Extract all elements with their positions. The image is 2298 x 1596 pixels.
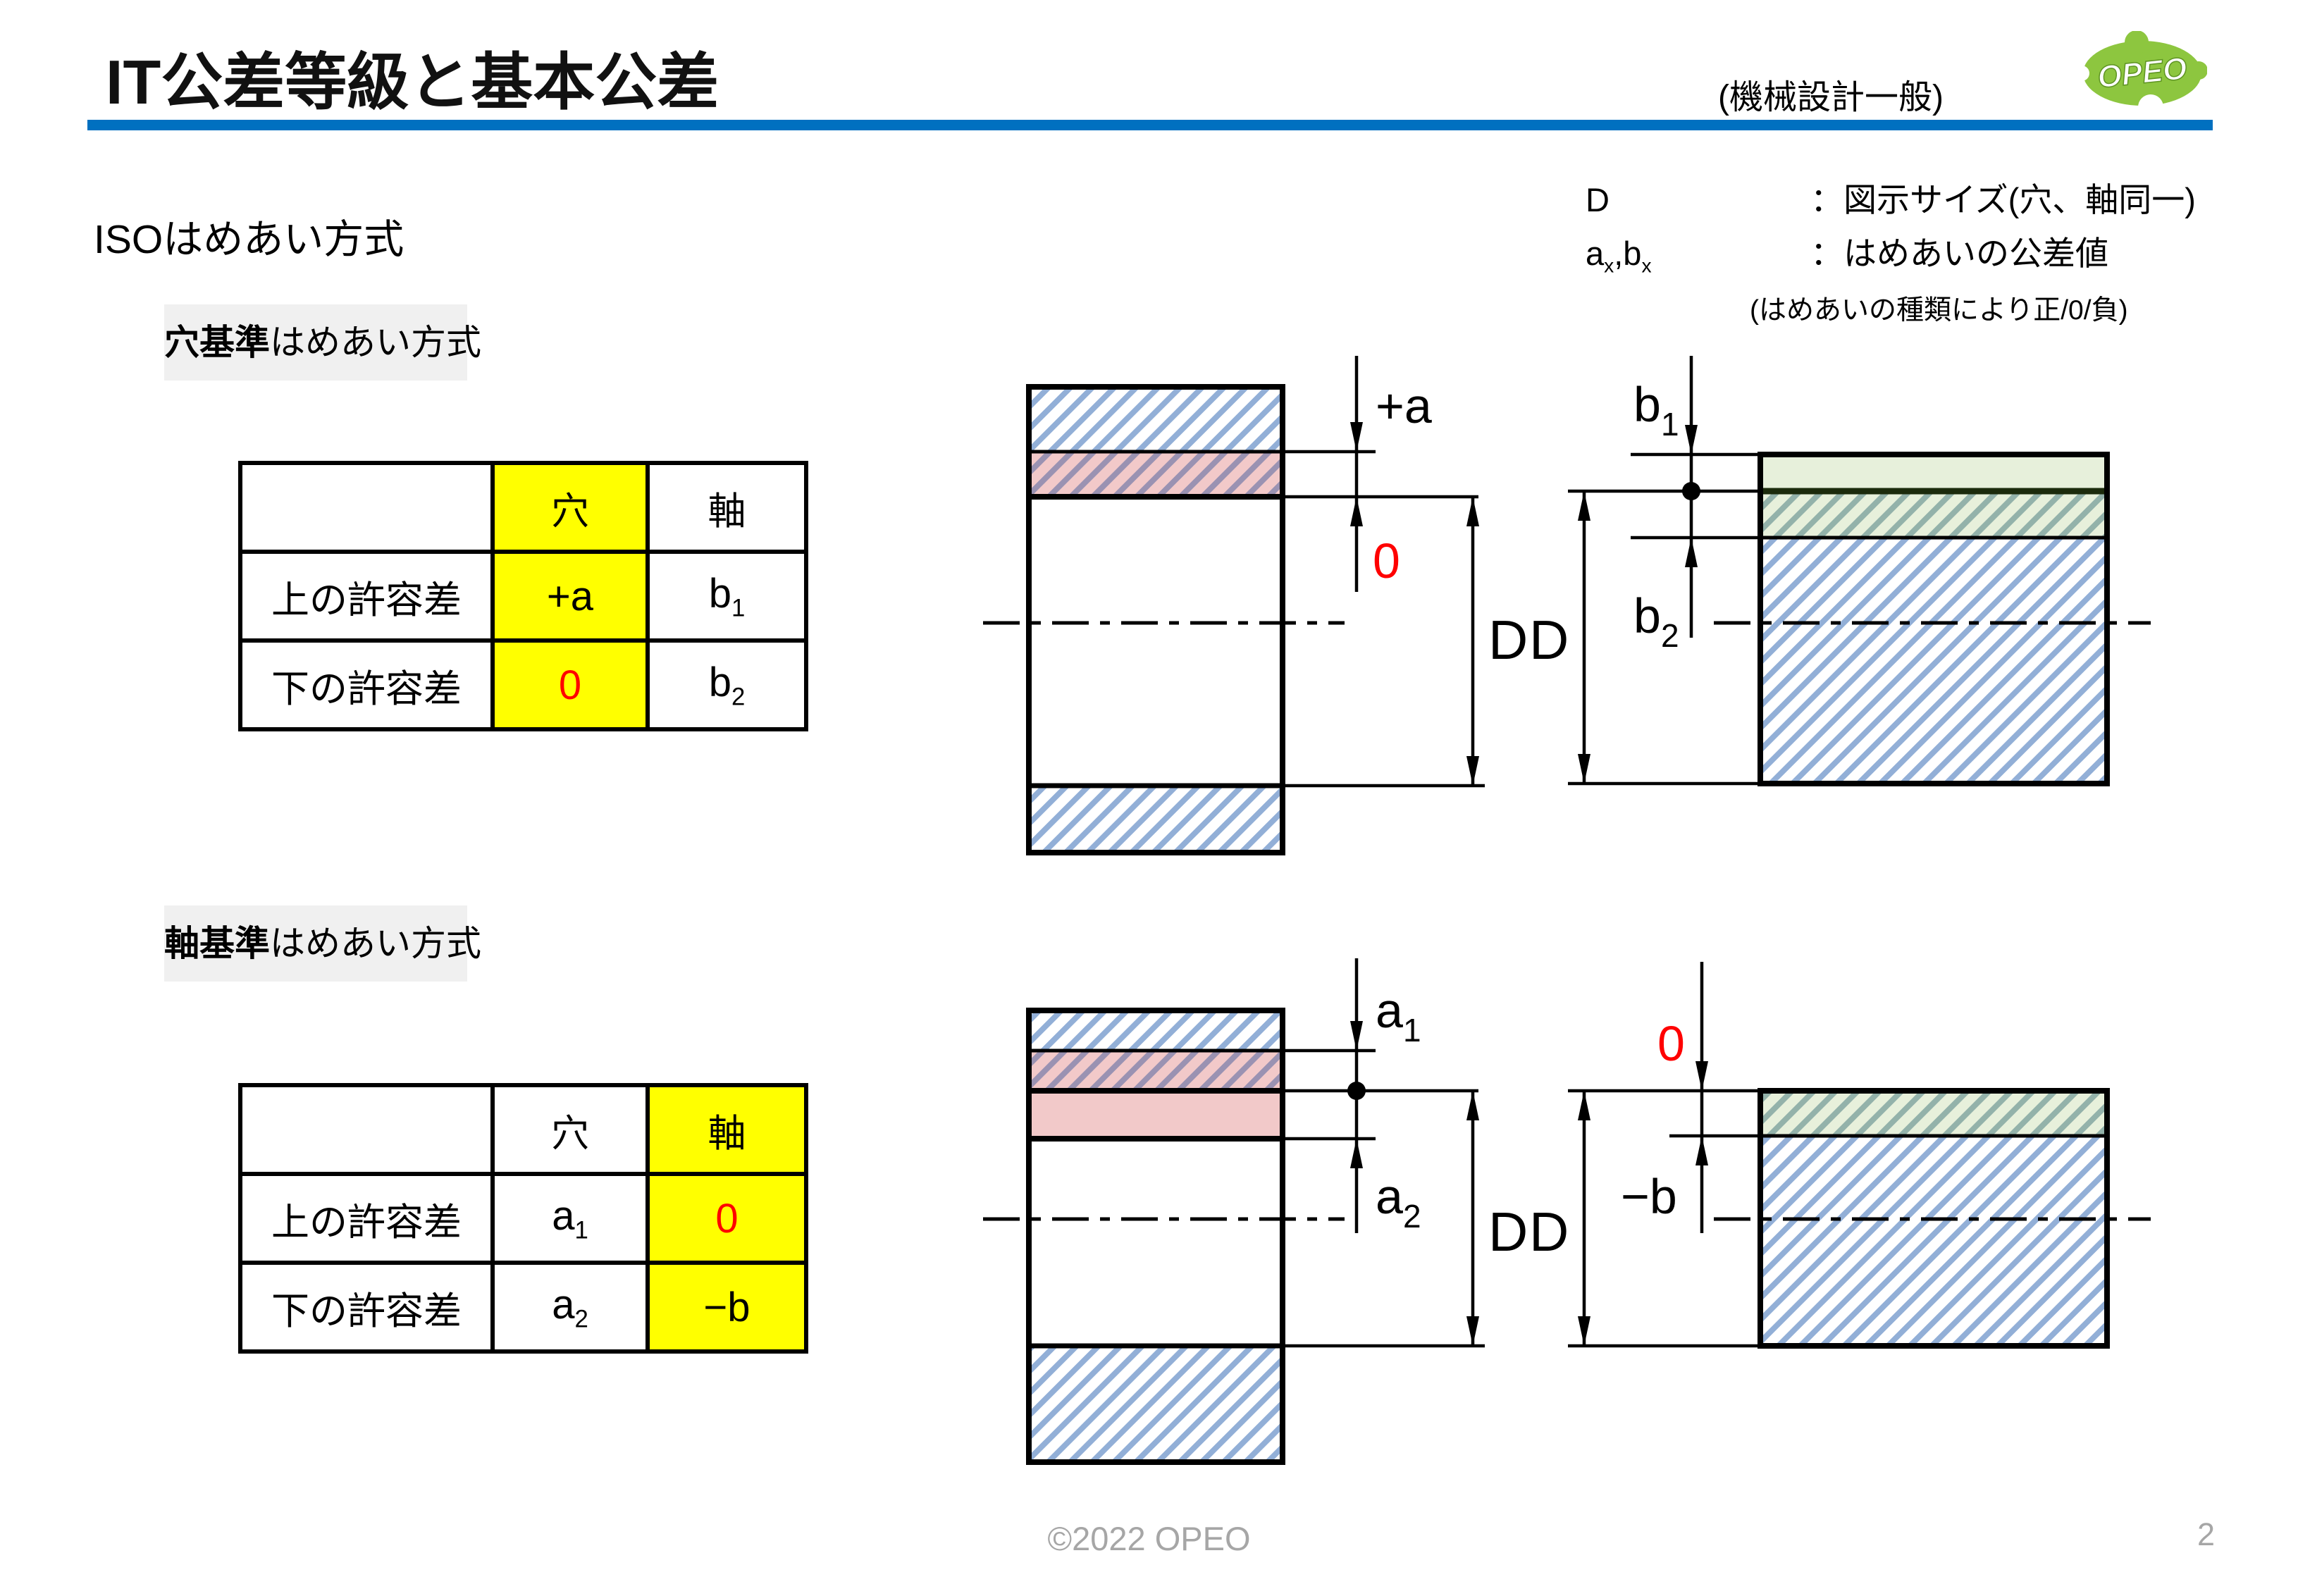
table-cell-upper-hole: +a [490,550,650,643]
shaft-b1-zone [1760,454,2107,491]
label-d: D [1488,609,1528,671]
shaft-tolerance-zone [1760,1091,2107,1136]
table-header-cell [238,1083,495,1176]
hole-basis-hole-diagram: +a 0 D [983,356,1528,855]
table-cell-row-name: 上の許容差 [238,1172,495,1265]
table-row: 穴 軸 [238,1083,808,1176]
arrowhead [1685,538,1698,567]
label-d: D [1529,1201,1569,1263]
table-cell-row-name: 上の許容差 [238,550,495,643]
legend-row-d: D ：図示サイズ(穴、軸同一) [1586,173,2196,227]
hole-basis-shaft-diagram: b1 b2 D [1529,356,2151,786]
table-cell-lower-hole: 0 [490,638,650,731]
arrowhead [1695,1136,1708,1165]
arrowhead [1350,1021,1363,1051]
logo-puzzle-tab-right [2189,61,2207,80]
hole-basis-label: 穴基準はめあい方式 [164,304,481,381]
shaft-basis-table: 穴 軸 上の許容差 a1 0 下の許容差 a2 −b [238,1083,808,1354]
table-row: 上の許容差 +a b1 [238,550,808,643]
table-header-cell-shaft: 軸 [645,1083,808,1176]
arrowhead [1578,754,1590,784]
label-d: D [1529,609,1569,671]
logo-puzzle-notch-bottom [2138,94,2163,110]
label-minus-b: −b [1621,1169,1677,1224]
nominal-dot [1682,482,1700,500]
hole-basis-table: 穴 軸 上の許容差 +a b1 下の許容差 0 b2 [238,461,808,731]
arrowhead [1685,425,1698,454]
legend-desc: ：はめあいの公差値 [1810,235,2108,272]
table-cell-lower-shaft: −b [645,1261,808,1354]
shaft-basis-label-rest: はめあい方式 [270,924,481,963]
arrowhead [1466,497,1479,526]
opeo-logo: OPEO [2080,31,2207,110]
label-plus-a: +a [1376,378,1432,433]
hole-material-bottom [1029,1346,1283,1462]
header-subtitle: (機械設計一般) [1718,79,1944,116]
arrowhead [1466,1091,1479,1120]
logo-puzzle-body [2083,41,2201,106]
title-underline [87,120,2213,130]
iso-heading: ISOはめあい方式 [94,217,404,262]
hole-material-top [1029,1010,1283,1051]
hole-a1-zone [1029,1051,1283,1091]
table-header-cell [238,461,495,554]
hole-tolerance-zone [1029,452,1283,497]
label-zero: 0 [1657,1016,1685,1071]
table-row: 下の許容差 a2 −b [238,1261,808,1354]
arrowhead [1350,422,1363,452]
table-row: 上の許容差 a1 0 [238,1172,808,1265]
arrowhead [1350,497,1363,526]
shaft-b2-zone [1760,491,2107,538]
hole-material-bottom [1029,786,1283,853]
arrowhead [1578,1316,1590,1346]
label-b2: b2 [1633,588,1679,654]
hole-a2-zone [1029,1091,1283,1139]
table-cell-row-name: 下の許容差 [238,638,495,731]
legend-term: D [1586,181,1610,218]
shaft-basis-hole-diagram: a1 a2 D [983,958,1528,1465]
table-cell-lower-hole: a2 [490,1261,650,1354]
shaft-basis-label: 軸基準はめあい方式 [164,905,481,982]
page-number: 2 [2197,1516,2215,1552]
page-title: IT公差等級と基本公差 [106,47,719,117]
logo-puzzle-notch-left [2080,66,2089,81]
table-cell-upper-shaft: b1 [645,550,808,643]
hole-basis-label-rest: はめあい方式 [270,323,481,362]
legend: D ：図示サイズ(穴、軸同一) ax,bx ：はめあいの公差値 (はめあいの種類… [1586,173,2196,330]
arrowhead [1466,756,1479,786]
shaft-basis-label-bold: 軸基準 [164,924,270,963]
table-header-cell-hole: 穴 [490,461,650,554]
arrowhead [1578,491,1590,521]
table-cell-upper-shaft: 0 [645,1172,808,1265]
legend-term: ax,bx [1586,235,1652,277]
hole-basis-label-bold: 穴基準 [164,323,270,362]
footer-copyright: ©2022 OPEO [1047,1520,1251,1557]
shaft-material [1760,538,2107,784]
table-cell-row-name: 下の許容差 [238,1261,495,1354]
legend-note: (はめあいの種類により正/0/負) [1750,295,2128,326]
label-d: D [1488,1201,1528,1263]
table-header-cell-shaft: 軸 [645,461,808,554]
shaft-material [1760,1136,2107,1346]
table-cell-lower-shaft: b2 [645,638,808,731]
arrowhead [1350,1139,1363,1168]
nominal-dot [1347,1082,1366,1100]
hole-material-top [1029,387,1283,452]
legend-row-axbx: ax,bx ：はめあいの公差値 [1586,227,2196,292]
table-header-cell-hole: 穴 [490,1083,650,1176]
table-row: 下の許容差 0 b2 [238,638,808,731]
logo-puzzle-tab-top [2125,31,2149,54]
label-b1: b1 [1633,377,1679,443]
arrowhead [1578,1091,1590,1120]
shaft-basis-shaft-diagram: 0 −b D [1529,962,2151,1349]
arrowhead [1695,1061,1708,1091]
label-zero: 0 [1373,533,1400,588]
table-cell-upper-hole: a1 [490,1172,650,1265]
label-a2: a2 [1376,1169,1421,1235]
label-a1: a1 [1376,983,1421,1048]
legend-desc: ：図示サイズ(穴、軸同一) [1810,181,2196,218]
arrowhead [1466,1316,1479,1346]
table-row: 穴 軸 [238,461,808,554]
